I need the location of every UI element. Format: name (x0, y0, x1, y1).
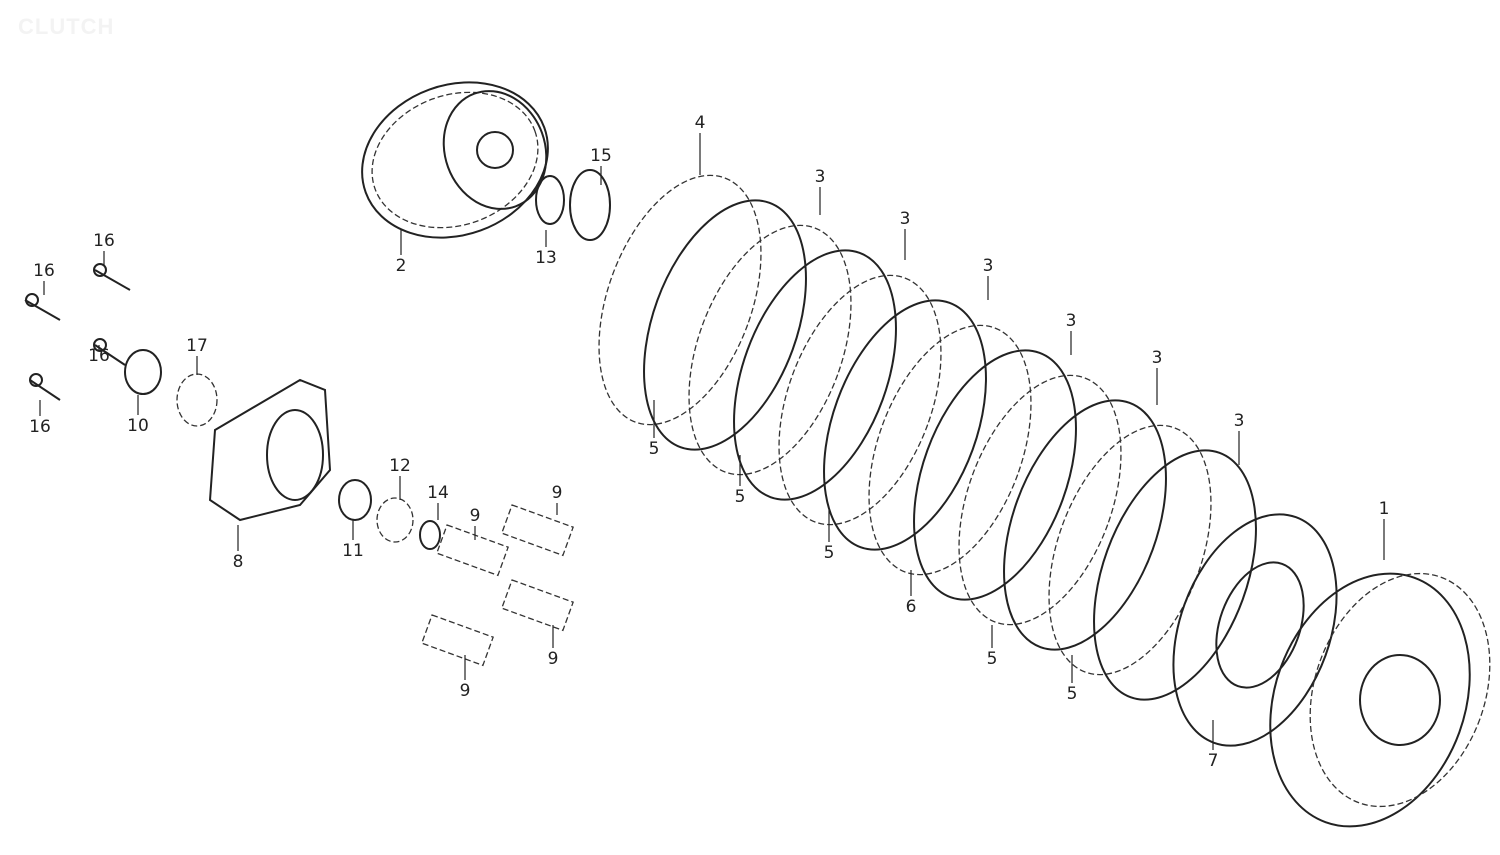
friction-disc (868, 324, 1032, 576)
callout-part-16: 16 (88, 345, 110, 366)
callout-part-6: 6 (906, 570, 917, 617)
friction-disc (688, 224, 852, 476)
callout-part-5: 5 (987, 625, 998, 669)
part-number-label: 3 (1152, 348, 1163, 368)
callout-part-3: 3 (815, 167, 826, 215)
bearing-parts-10-17 (124, 349, 218, 427)
part-number-label: 16 (93, 231, 115, 251)
part-number-label: 3 (815, 167, 826, 187)
snap-ring-part-15 (569, 169, 611, 241)
lifter-parts-11-12-14 (338, 479, 441, 550)
friction-disc (598, 174, 762, 426)
callout-part-9: 9 (460, 655, 471, 701)
callout-part-16: 16 (29, 400, 51, 437)
friction-disc (1048, 424, 1212, 676)
callout-part-3: 3 (983, 256, 994, 300)
clutch-housing-part-1 (1269, 572, 1491, 828)
callout-part-3: 3 (1152, 348, 1163, 405)
plain-plate (733, 249, 897, 501)
callout-part-15: 15 (590, 146, 612, 185)
part-number-label: 9 (470, 506, 481, 526)
part-number-label: 16 (88, 346, 110, 366)
callout-part-3: 3 (1234, 411, 1245, 465)
lifter-plate-part-8 (208, 378, 332, 522)
part-number-label: 3 (1066, 311, 1077, 331)
callout-part-9: 9 (470, 506, 481, 540)
part-number-label: 5 (824, 543, 835, 563)
pressure-plate-part-7 (1172, 513, 1338, 747)
part-number-label: 9 (460, 681, 471, 701)
callout-part-16: 16 (93, 231, 115, 265)
callout-part-3: 3 (900, 209, 911, 260)
plain-plate (823, 299, 987, 551)
callout-part-5: 5 (824, 510, 835, 563)
callout-part-2: 2 (396, 230, 407, 276)
callout-part-4: 4 (695, 113, 706, 175)
friction-disc (958, 374, 1122, 626)
plain-plate (1003, 399, 1167, 651)
part-number-label: 14 (427, 483, 449, 503)
callout-part-17: 17 (186, 336, 208, 375)
part-number-label: 12 (389, 456, 411, 476)
callout-part-5: 5 (735, 455, 746, 507)
washer-part-13 (535, 175, 565, 225)
plain-plate (913, 349, 1077, 601)
callout-part-8: 8 (233, 525, 244, 572)
part-number-label: 16 (29, 417, 51, 437)
plain-plate (643, 199, 807, 451)
part-number-label: 6 (906, 597, 917, 617)
callout-part-14: 14 (427, 483, 449, 520)
plain-plate (1093, 449, 1257, 701)
friction-disc (778, 274, 942, 526)
diagram-title: CLUTCH (18, 14, 115, 39)
callout-part-9: 9 (548, 625, 559, 669)
part-number-label: 2 (396, 256, 407, 276)
part-number-label: 3 (1234, 411, 1245, 431)
part-number-label: 13 (535, 248, 557, 268)
bolts-part-16 (24, 263, 131, 401)
callout-part-13: 13 (535, 230, 557, 268)
part-number-label: 10 (127, 416, 149, 436)
part-number-label: 4 (695, 113, 706, 133)
clutch-springs-part-9 (420, 504, 574, 667)
part-number-label: 3 (900, 209, 911, 229)
part-number-label: 5 (649, 439, 660, 459)
part-number-label: 5 (735, 487, 746, 507)
callout-part-16: 16 (33, 261, 55, 295)
part-number-label: 3 (983, 256, 994, 276)
part-number-label: 9 (552, 483, 563, 503)
callout-part-3: 3 (1066, 311, 1077, 355)
callout-part-10: 10 (127, 395, 149, 436)
callout-part-11: 11 (342, 520, 364, 561)
clutch-plate-stack (598, 174, 1257, 701)
part-number-label: 5 (987, 649, 998, 669)
callout-part-9: 9 (552, 483, 563, 515)
callout-part-7: 7 (1208, 720, 1219, 771)
part-number-label: 11 (342, 541, 364, 561)
callout-part-5: 5 (649, 400, 660, 459)
part-number-label: 5 (1067, 684, 1078, 704)
clutch-outer-hub-part-2 (361, 81, 549, 239)
part-number-label: 1 (1379, 499, 1390, 519)
callout-part-1: 1 (1379, 499, 1390, 560)
part-number-label: 16 (33, 261, 55, 281)
part-number-label: 17 (186, 336, 208, 356)
part-number-label: 9 (548, 649, 559, 669)
part-number-label: 7 (1208, 751, 1219, 771)
part-number-label: 8 (233, 552, 244, 572)
part-number-label: 15 (590, 146, 612, 166)
callout-part-5: 5 (1067, 655, 1078, 704)
callout-part-12: 12 (389, 456, 411, 500)
